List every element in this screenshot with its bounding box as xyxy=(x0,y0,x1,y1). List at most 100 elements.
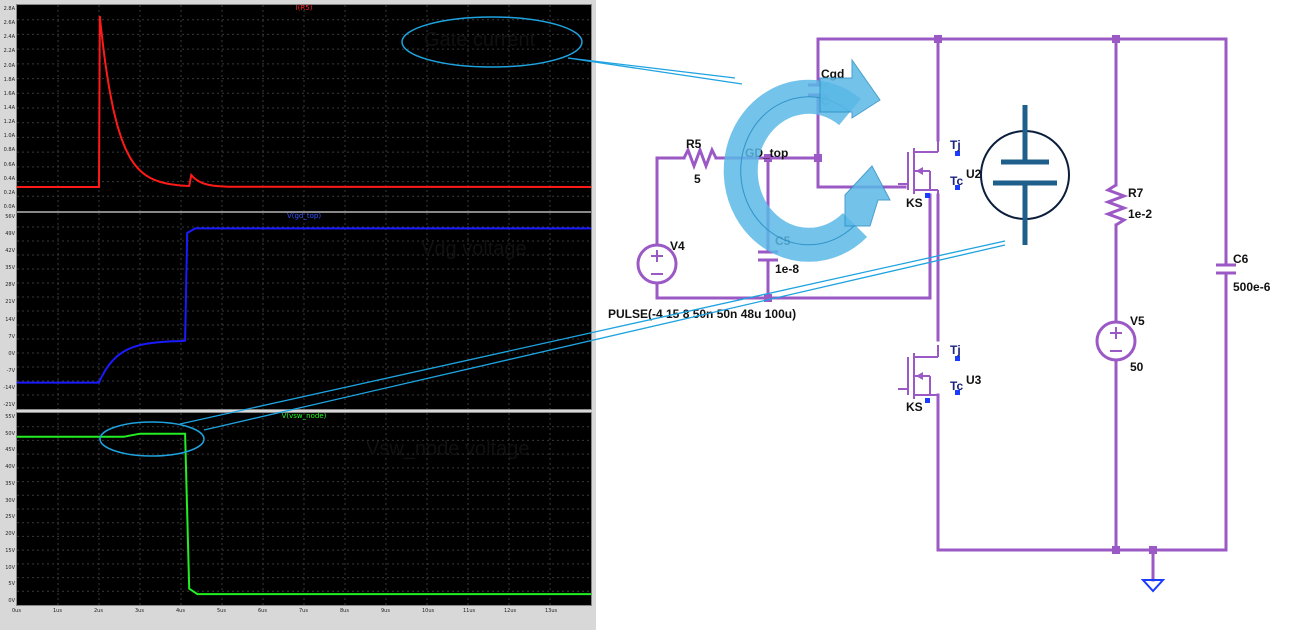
junction-dot xyxy=(1149,546,1157,554)
ground-icon xyxy=(1140,579,1166,593)
gate-current-flow-arrow xyxy=(723,79,868,262)
y-tick-label: 0.0A xyxy=(3,204,15,210)
x-tick-label: 3us xyxy=(135,608,144,614)
x-tick-label: 9us xyxy=(381,608,390,614)
x-tick-label: 1us xyxy=(53,608,62,614)
u3-tj-pin xyxy=(955,356,960,361)
v4-source xyxy=(636,243,678,285)
y-tick-label: 2.4A xyxy=(3,34,15,41)
y-tick-label: 5V xyxy=(8,581,15,588)
junction-dot xyxy=(1112,35,1120,43)
v4-value: PULSE(-4 15 8 50n 50n 48u 100u) xyxy=(608,307,796,321)
y-tick-label: 1.4A xyxy=(3,105,15,111)
c6-name: C6 xyxy=(1233,252,1249,266)
u3-name: U3 xyxy=(966,373,982,387)
y-tick-label: 2.8A xyxy=(3,6,15,12)
vdg-plot[interactable]: V(gd_top) xyxy=(16,212,592,410)
y-tick-label: 50V xyxy=(5,430,15,437)
v5-source xyxy=(1095,320,1137,362)
x-tick-label: 11us xyxy=(463,608,476,614)
c5-value: 1e-8 xyxy=(775,262,799,276)
vdg-trace xyxy=(17,227,591,384)
vsw-plot[interactable]: V(vsw_node) xyxy=(16,412,592,606)
mosfet-u3 xyxy=(898,345,939,407)
u2-tj-pin xyxy=(955,151,960,156)
y-tick-label: -7V xyxy=(6,367,15,374)
x-tick-label: 2us xyxy=(94,608,103,614)
gate-current-annotation: Gate current xyxy=(424,29,536,51)
c6-value: 500e-6 xyxy=(1233,280,1271,294)
y-tick-label: -21V xyxy=(3,402,15,408)
r7-resistor xyxy=(1103,183,1129,227)
junction-dot xyxy=(934,35,942,43)
gate-current-plot[interactable]: I(R5) xyxy=(16,4,592,212)
y-tick-label: 30V xyxy=(5,497,15,504)
vdg-voltage-annotation: Vdg voltage xyxy=(421,238,527,260)
u2-tj-label: Tj xyxy=(950,138,961,152)
y-tick-label: 0.6A xyxy=(3,161,15,168)
x-tick-label: 7us xyxy=(299,608,308,614)
mosfet-u2 xyxy=(898,140,939,202)
u2-ks-label: KS xyxy=(906,196,923,210)
x-tick-label: 10us xyxy=(422,608,435,614)
gate-current-trace xyxy=(17,15,591,188)
v5-name: V5 xyxy=(1130,314,1145,328)
junction-dot xyxy=(1112,546,1120,554)
vsw-node-voltage-annotation: Vsw_node voltage xyxy=(366,438,530,460)
y-tick-label: 2.0A xyxy=(3,62,15,69)
y-tick-label: 56V xyxy=(5,214,15,220)
x-tick-label: 4us xyxy=(176,608,185,614)
y-tick-label: 0V xyxy=(8,350,15,357)
y-tick-label: 55V xyxy=(5,414,15,420)
y-tick-label: 1.6A xyxy=(3,90,15,97)
r5-resistor xyxy=(682,145,718,171)
y-tick-label: 1.8A xyxy=(3,76,15,83)
x-tick-label: 13us xyxy=(545,608,558,614)
vdg-plot-title: V(gd_top) xyxy=(286,212,322,220)
y-tick-label: 0.2A xyxy=(3,189,15,196)
gate-current-arrow-tip xyxy=(819,58,881,119)
u2-name: U2 xyxy=(966,167,982,181)
gate-current-callout-ellipse xyxy=(401,16,583,68)
r7-value: 1e-2 xyxy=(1128,207,1152,221)
y-tick-label: 7V xyxy=(8,333,15,340)
junction-dot xyxy=(764,294,772,302)
callout-line xyxy=(203,244,1006,431)
y-tick-label: 49V xyxy=(5,231,15,238)
x-tick-label: 6us xyxy=(258,608,267,614)
v5-value: 50 xyxy=(1130,360,1144,374)
r7-name: R7 xyxy=(1128,186,1144,200)
y-tick-label: 0.8A xyxy=(3,147,15,154)
v4-name: V4 xyxy=(670,239,685,253)
r5-name: R5 xyxy=(686,137,702,151)
y-tick-label: 2.6A xyxy=(3,20,15,27)
y-tick-label: 42V xyxy=(5,248,15,255)
y-tick-label: 14V xyxy=(5,316,15,323)
u3-tj-label: Tj xyxy=(950,343,961,357)
y-tick-label: 0.4A xyxy=(3,175,15,182)
r5-value: 5 xyxy=(694,172,701,186)
x-tick-label: 12us xyxy=(504,608,517,614)
x-tick-label: 5us xyxy=(217,608,226,614)
y-tick-label: 28V xyxy=(5,282,15,289)
junction-dot xyxy=(764,154,772,162)
junction-dot xyxy=(814,154,822,162)
u2-ks-pin xyxy=(925,193,930,198)
y-tick-label: 2.2A xyxy=(3,48,15,55)
y-tick-label: 1.0A xyxy=(3,133,15,140)
vsw-plot-title: V(vsw_node) xyxy=(281,412,327,420)
gate-current-arrow-tail xyxy=(844,165,891,227)
u3-tc-label: Tc xyxy=(950,379,963,393)
y-tick-label: 0V xyxy=(8,598,15,604)
y-tick-label: 35V xyxy=(5,480,15,487)
gate-current-flow-outline xyxy=(740,96,856,246)
y-tick-label: -14V xyxy=(3,384,15,391)
u3-ks-label: KS xyxy=(906,400,923,414)
u2-tc-pin xyxy=(955,185,960,190)
u3-tc-pin xyxy=(955,390,960,395)
